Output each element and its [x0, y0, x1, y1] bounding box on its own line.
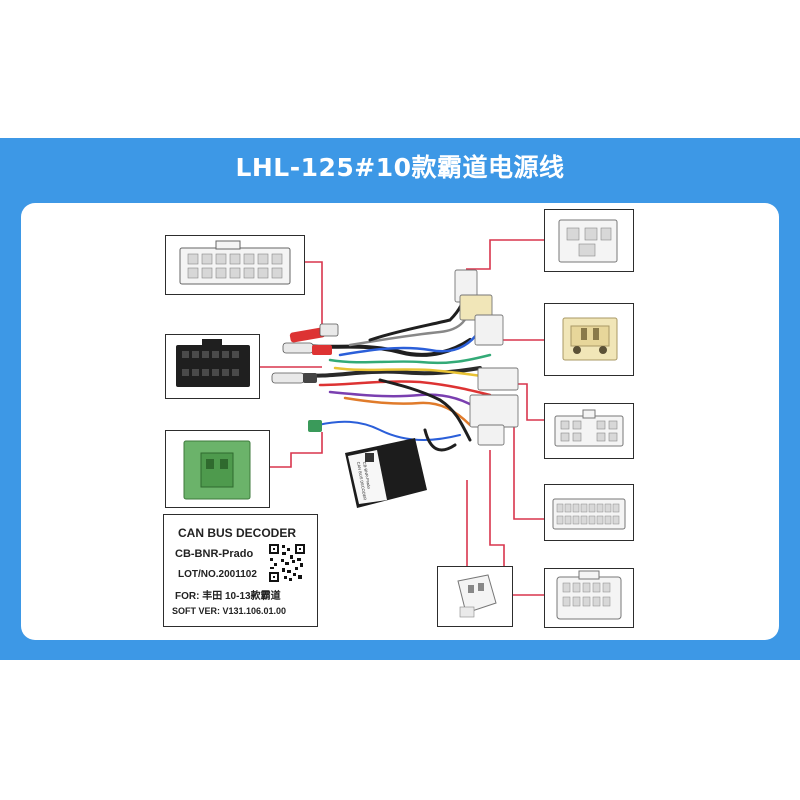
- leader-line-white16: [305, 261, 323, 334]
- black-16pin-connector-box: [165, 334, 260, 399]
- white-bottom-connector-box: [544, 568, 634, 628]
- product-panel: [21, 203, 779, 640]
- white-plug-connector-icon: [457, 574, 497, 618]
- white-wide-connector-box: [544, 484, 634, 541]
- label-soft-ver: SOFT VER: V131.106.01.00: [172, 606, 287, 616]
- cream-connector-box: [544, 303, 634, 376]
- decoder-label-line1: CAN BUS DECODER: [356, 461, 368, 500]
- cream-connector-icon: [562, 317, 618, 361]
- white-16pin-connector-box: [165, 235, 305, 295]
- decoder-qr-icon: [365, 453, 374, 462]
- rca-plugs: [271, 323, 339, 432]
- white-small-connector-box: [544, 403, 634, 459]
- white-top-right-connector-box: [544, 209, 634, 272]
- harness-plugs: [454, 269, 519, 446]
- label-model: CB-BNR-Prado: [175, 548, 254, 560]
- label-title: CAN BUS DECODER: [178, 526, 297, 540]
- label-for: FOR: 丰田 10-13款霸道: [175, 591, 281, 602]
- page-title: LHL-125#10款霸道电源线: [235, 153, 565, 182]
- label-lot: LOT/NO.2001102: [178, 569, 257, 580]
- white-top-right-connector-icon: [558, 219, 618, 263]
- decoder-label-line2: CB-BNR-Prado: [362, 461, 372, 490]
- leader-lines: [260, 239, 544, 596]
- can-bus-label-card: CAN BUS DECODER CB-BNR-Prado LOT/NO.2001…: [163, 514, 318, 627]
- white-bottom-connector-icon: [556, 570, 622, 620]
- leader-line-small: [510, 383, 544, 421]
- white-plug-connector-box: [437, 566, 513, 627]
- can-bus-decoder: CAN BUS DECODER CB-BNR-Prado: [345, 438, 427, 508]
- black-16pin-connector-icon: [176, 339, 250, 387]
- leader-line-bottom: [489, 450, 544, 596]
- white-16pin-connector-icon: [179, 240, 291, 285]
- qr-code-icon: [268, 543, 306, 583]
- green-connector-box: [165, 430, 270, 508]
- green-connector-icon: [183, 440, 251, 500]
- white-small-connector-icon: [554, 409, 624, 447]
- white-wide-connector-icon: [552, 498, 626, 530]
- leader-line-topright: [466, 239, 544, 270]
- leader-line-green: [270, 432, 323, 468]
